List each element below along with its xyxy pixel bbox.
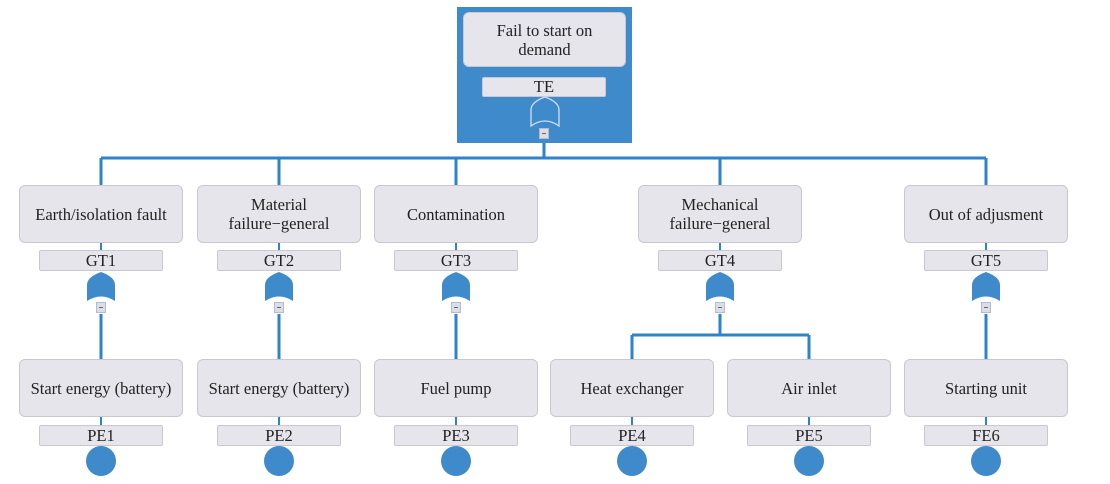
collapse-toggle-te[interactable] [539,128,549,139]
basic-event-node[interactable]: Start energy (battery) [19,359,183,417]
intermediate-event-id: GT5 [924,250,1048,271]
basic-event-node[interactable]: Start energy (battery) [197,359,361,417]
intermediate-event-node[interactable]: Mechanical failure−general [638,185,802,243]
collapse-toggle-gt2[interactable] [274,302,284,313]
intermediate-event-id: GT2 [217,250,341,271]
basic-event-id: PE5 [747,425,871,446]
or-gate-icon [87,272,115,301]
collapse-toggle-gt4[interactable] [715,302,725,313]
top-event-node[interactable]: Fail to start on demand [463,12,626,67]
intermediate-event-id: GT3 [394,250,518,271]
basic-event-circle-icon [86,446,116,476]
intermediate-event-node[interactable]: Earth/isolation fault [19,185,183,243]
basic-event-id: PE2 [217,425,341,446]
intermediate-event-id: GT1 [39,250,163,271]
basic-event-circle-icon [264,446,294,476]
collapse-toggle-gt5[interactable] [981,302,991,313]
basic-event-id: PE1 [39,425,163,446]
collapse-toggle-gt3[interactable] [451,302,461,313]
or-gate-icon [530,96,560,128]
basic-event-node[interactable]: Fuel pump [374,359,538,417]
basic-event-circle-icon [441,446,471,476]
basic-event-circle-icon [617,446,647,476]
basic-event-node[interactable]: Starting unit [904,359,1068,417]
or-gate-icon [265,272,293,301]
or-gate-icon [972,272,1000,301]
basic-event-circle-icon [794,446,824,476]
intermediate-event-node[interactable]: Contamination [374,185,538,243]
intermediate-event-node[interactable]: Out of adjusment [904,185,1068,243]
collapse-toggle-gt1[interactable] [96,302,106,313]
or-gate-icon [442,272,470,301]
basic-event-circle-icon [971,446,1001,476]
basic-event-node[interactable]: Air inlet [727,359,891,417]
top-event-id: TE [482,77,606,97]
basic-event-id: FE6 [924,425,1048,446]
basic-event-id: PE4 [570,425,694,446]
or-gate-icon [706,272,734,301]
intermediate-event-id: GT4 [658,250,782,271]
basic-event-node[interactable]: Heat exchanger [550,359,714,417]
basic-event-id: PE3 [394,425,518,446]
intermediate-event-node[interactable]: Material failure−general [197,185,361,243]
